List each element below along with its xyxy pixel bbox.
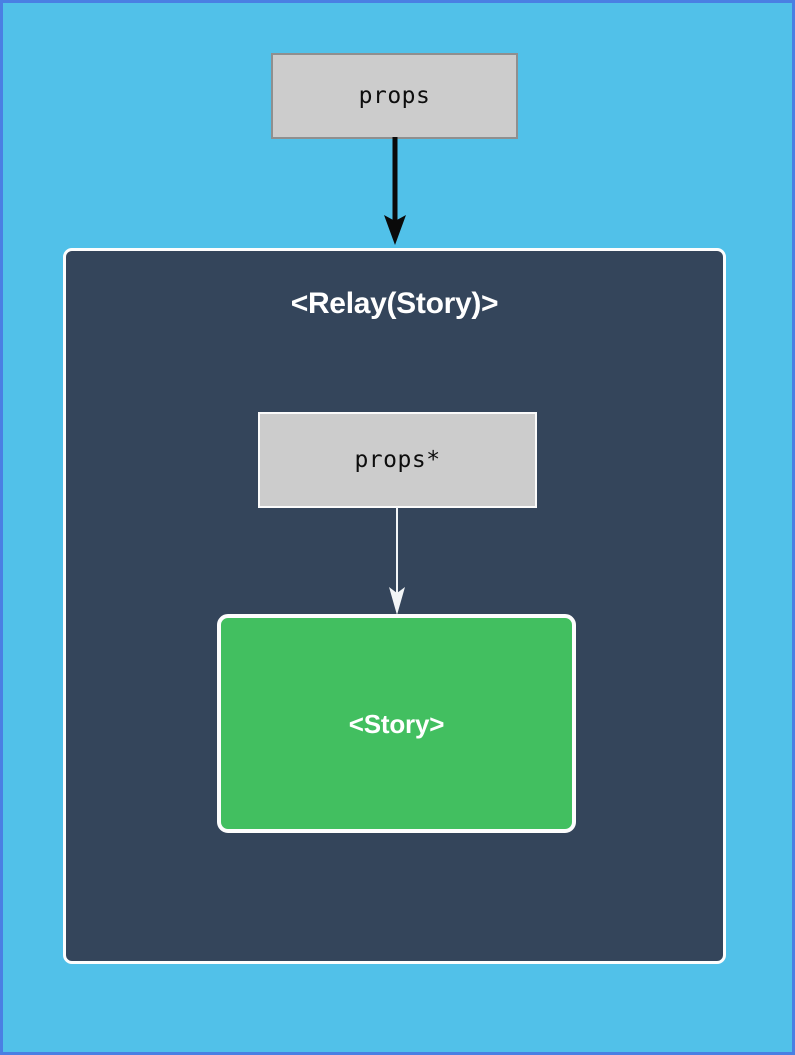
relay-story-container: <Relay(Story)> props* <Story> xyxy=(63,248,726,964)
props-star-to-story-arrow xyxy=(389,507,405,615)
outer-props-label: props xyxy=(358,82,431,109)
inner-props-label: props* xyxy=(354,446,441,473)
relay-container-title: <Relay(Story)> xyxy=(290,287,499,320)
outer-props-node: props xyxy=(271,53,518,139)
story-label: <Story> xyxy=(348,708,445,739)
story-node: <Story> xyxy=(217,614,576,833)
props-to-relay-arrow xyxy=(384,137,406,245)
inner-props-node: props* xyxy=(258,412,537,508)
